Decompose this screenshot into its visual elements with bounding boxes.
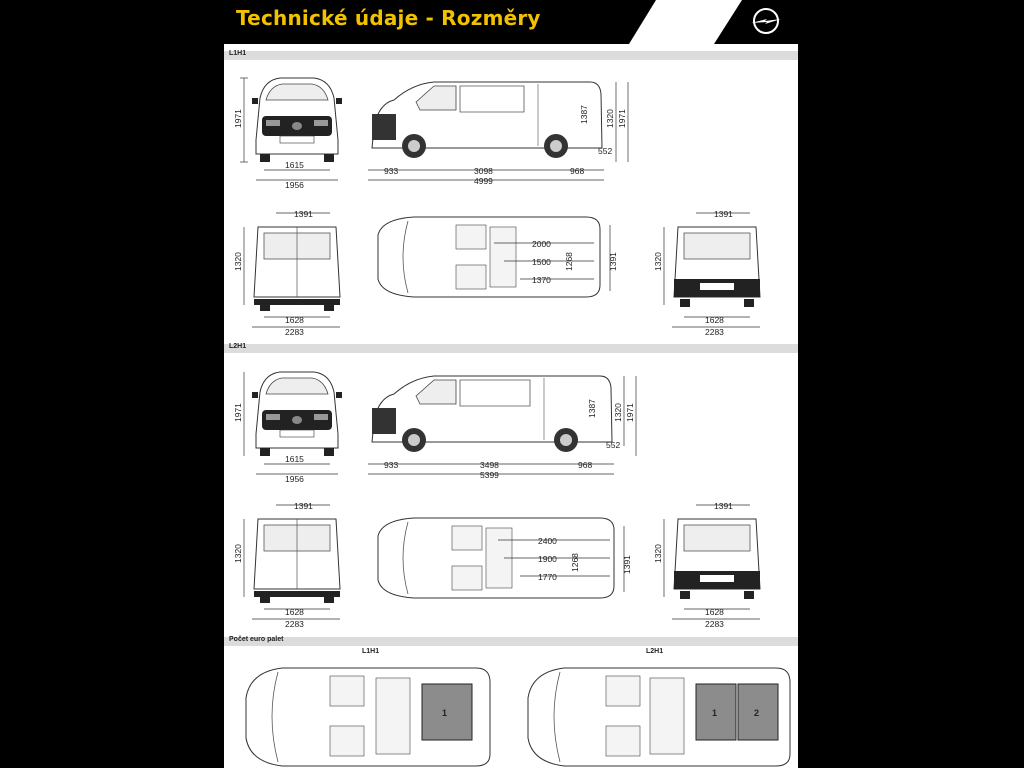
l1h1-rear-left-top-width: 1391 [294, 209, 313, 219]
pallet-number: 1 [712, 708, 717, 718]
l2h1-top-view: 2400 1900 1770 1268 1391 [377, 517, 632, 599]
l1h1-side-view: 1320 1971 1387 552 933 3098 968 4999 [368, 81, 629, 186]
pallets-left-label: L1H1 [362, 648, 380, 655]
l1h1-side-length: 4999 [474, 176, 493, 186]
pallet-slot [737, 683, 779, 741]
l1h1-front-track: 1615 [285, 160, 304, 170]
page-title: Technické údaje - Rozměry [236, 6, 541, 30]
l2h1-rear-right-top-width: 1391 [714, 501, 733, 511]
l1h1-side-body-height: 1320 [605, 109, 615, 128]
section-label-l2h1: L2H1 [229, 343, 247, 350]
l2h1-side-rear-overhang: 968 [578, 460, 592, 470]
l1h1-front-height: 1971 [233, 109, 243, 128]
l1h1-front-width: 1956 [285, 180, 304, 188]
pallet-number: 2 [754, 708, 759, 718]
l2h1-rear-left-height: 1320 [233, 544, 243, 563]
section-bar-l2h1: L2H1 [224, 343, 798, 353]
l1h1-side-rear-overhang: 968 [570, 166, 584, 176]
l2h1-top-len-floor: 1770 [538, 572, 557, 582]
l2h1-front-view: 1971 1615 1956 [233, 371, 342, 482]
pallet-slot [695, 683, 737, 741]
l2h1-side-ground: 552 [606, 440, 620, 450]
l2h1-rear-right-view: 1391 1320 1628 2283 [653, 501, 761, 627]
l2h1-side-front-overhang: 933 [384, 460, 398, 470]
opel-logo-icon [751, 8, 781, 34]
l2h1-side-view: 1320 1971 1387 552 933 3498 968 5399 [368, 375, 637, 480]
l1h1-rear-left-track: 1628 [285, 315, 304, 325]
spec-sheet: Technické údaje - Rozměry L1H1 1971 1615… [224, 0, 798, 768]
l2h1-top-width-wheel: 1268 [570, 553, 580, 572]
pallet-number: 1 [442, 708, 447, 718]
section-bar-l1h1: L1H1 [224, 50, 798, 60]
l1h1-front-view: 1971 1615 1956 [233, 77, 342, 188]
section-bar-pallets: Počet euro palet [224, 636, 798, 646]
pallets-right-label: L2H1 [646, 648, 664, 655]
l2h1-rear-right-track: 1628 [705, 607, 724, 617]
l1h1-top-view: 2000 1500 1370 1268 1391 [377, 216, 618, 298]
l1h1-rear-right-track: 1628 [705, 315, 724, 325]
section-label-l1h1: L1H1 [229, 50, 247, 57]
l1h1-top-len-floor: 1370 [532, 275, 551, 285]
l1h1-rear-left-width: 2283 [285, 327, 304, 335]
l2h1-side-length: 5399 [480, 470, 499, 480]
l2h1-front-width: 1956 [285, 474, 304, 482]
l2h1-side-body-height: 1320 [613, 403, 623, 422]
l2h1-top-width-total: 1391 [622, 555, 632, 574]
l2h1-rear-left-width: 2283 [285, 619, 304, 627]
l1h1-side-load-height: 1387 [579, 105, 589, 124]
l1h1-side-ground: 552 [598, 146, 612, 156]
l1h1-top-len-mid: 1500 [532, 257, 551, 267]
l1h1-side-front-overhang: 933 [384, 166, 398, 176]
pallet-slot [421, 683, 473, 741]
l1h1-rear-left-view: 1391 1320 1628 2283 [233, 209, 341, 335]
l1h1-top-width-wheel: 1268 [564, 252, 574, 271]
pallets-l1h1-view: 1 [245, 667, 491, 767]
section-label-pallets: Počet euro palet [229, 636, 284, 643]
l1h1-rear-right-width: 2283 [705, 327, 724, 335]
l2h1-rear-left-top-width: 1391 [294, 501, 313, 511]
l2h1-rear-left-track: 1628 [285, 607, 304, 617]
pallets-l2h1-view: 1 2 [527, 667, 791, 767]
l1h1-top-len-total: 2000 [532, 239, 551, 249]
l1h1-rear-right-top-width: 1391 [714, 209, 733, 219]
l2h1-side-load-height: 1387 [587, 399, 597, 418]
l1h1-rear-left-height: 1320 [233, 252, 243, 271]
l2h1-rear-right-width: 2283 [705, 619, 724, 627]
l2h1-side-total-height: 1971 [625, 403, 635, 422]
l1h1-top-width-total: 1391 [608, 252, 618, 271]
l2h1-side-wheelbase: 3498 [480, 460, 499, 470]
header: Technické údaje - Rozměry [224, 0, 798, 44]
l1h1-side-total-height: 1971 [617, 109, 627, 128]
l2h1-front-track: 1615 [285, 454, 304, 464]
l2h1-top-len-total: 2400 [538, 536, 557, 546]
l2h1-front-height: 1971 [233, 403, 243, 422]
l2h1-top-len-mid: 1900 [538, 554, 557, 564]
l2h1-rear-right-height: 1320 [653, 544, 663, 563]
l1h1-rear-right-height: 1320 [653, 252, 663, 271]
l1h1-rear-right-view: 1391 1320 1628 2283 [653, 209, 761, 335]
l1h1-side-wheelbase: 3098 [474, 166, 493, 176]
l2h1-rear-left-view: 1391 1320 1628 2283 [233, 501, 341, 627]
